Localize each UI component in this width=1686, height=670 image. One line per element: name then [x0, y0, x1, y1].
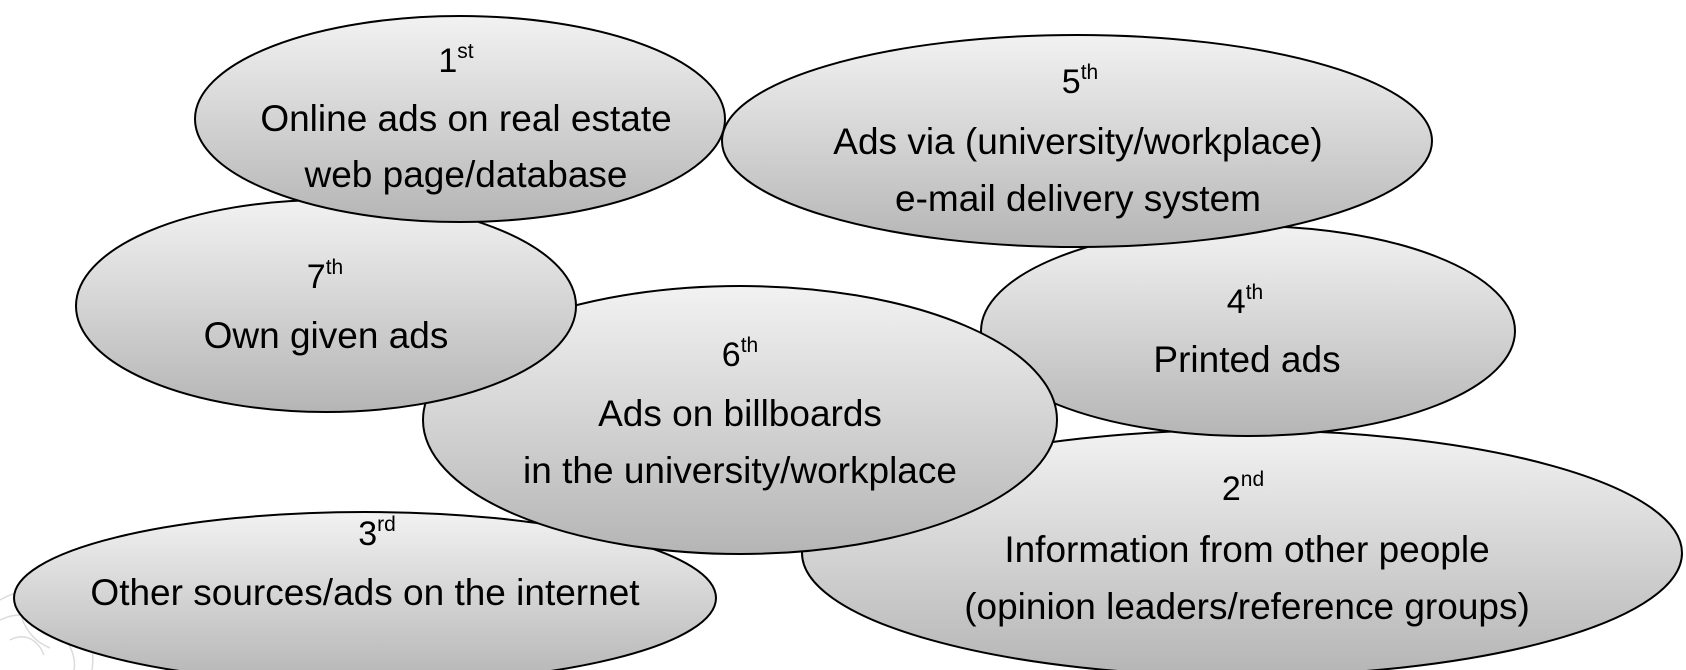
rank-label-7th: 7th — [307, 256, 343, 296]
bubble-6th-line-2: in the university/workplace — [523, 450, 957, 491]
bubble-1st: 1st Online ads on real estate web page/d… — [194, 15, 726, 223]
bubble-5th-line-2: e-mail delivery system — [895, 178, 1261, 219]
bubble-6th-line-1: Ads on billboards — [598, 393, 882, 434]
bubble-7th: 7th Own given ads — [75, 199, 577, 413]
bubble-1st-line-2: web page/database — [304, 154, 628, 195]
bubble-5th-line-1: Ads via (university/workplace) — [833, 121, 1322, 162]
bubble-5th: 5th Ads via (university/workplace) e-mai… — [721, 34, 1433, 248]
bubble-2nd-line-2: (opinion leaders/reference groups) — [964, 586, 1530, 627]
rank-label-5th: 5th — [1062, 61, 1098, 101]
rank-label-3rd: 3rd — [358, 513, 396, 553]
bubble-7th-line-1: Own given ads — [204, 315, 449, 356]
bubble-3rd: 3rd Other sources/ads on the internet — [13, 511, 717, 670]
rank-label-2nd: 2nd — [1222, 468, 1264, 508]
bubble-2nd-line-1: Information from other people — [1004, 529, 1489, 570]
bubble-6th: 6th Ads on billboards in the university/… — [422, 285, 1058, 555]
rank-label-6th: 6th — [722, 334, 758, 374]
bubble-4th: 4th Printed ads — [980, 225, 1516, 437]
bubble-4th-line-1: Printed ads — [1153, 339, 1340, 380]
bubble-1st-line-1: Online ads on real estate — [260, 98, 671, 139]
rank-label-1st: 1st — [438, 40, 473, 80]
bubble-3rd-line-1: Other sources/ads on the internet — [90, 572, 640, 613]
rank-label-4th: 4th — [1227, 281, 1263, 321]
bubble-2nd: 2nd Information from other people (opini… — [801, 429, 1683, 670]
